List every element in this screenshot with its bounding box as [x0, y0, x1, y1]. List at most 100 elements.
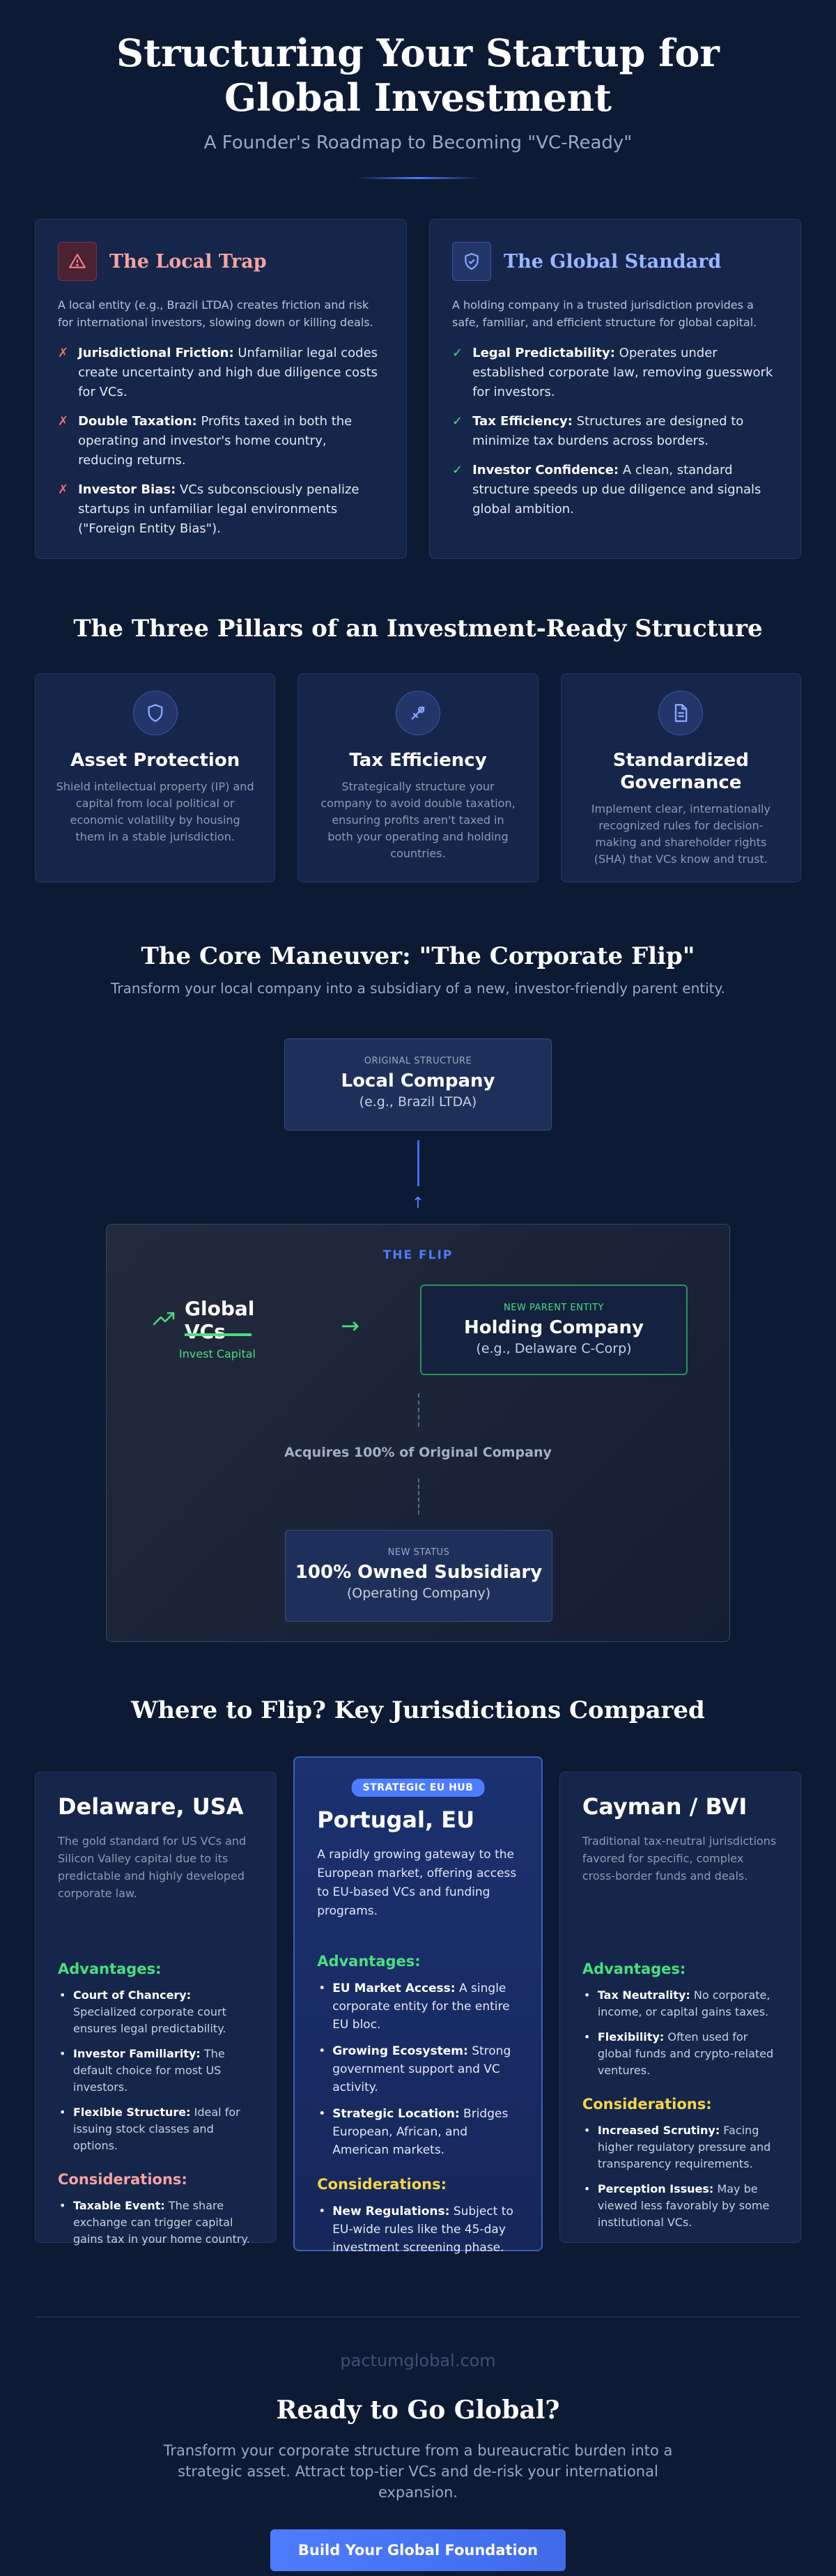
box-label: NEW STATUS [387, 1547, 450, 1558]
box-title: 100% Owned Subsidiary [295, 1562, 543, 1583]
item-text: A single corporate entity for the entire… [332, 1981, 510, 2032]
box-subtitle: (Operating Company) [346, 1586, 491, 1601]
advantages-heading: Advantages: [317, 1953, 421, 1970]
jurisdiction-card-portugal: STRATEGIC EU HUB Portugal, EU A rapidly … [293, 1756, 543, 2255]
item-text: Profits taxed in both the operating and … [78, 414, 353, 468]
page-title: Structuring Your Startup for Global Inve… [116, 31, 720, 120]
jurisdiction-desc: Traditional tax-neutral jurisdictions fa… [582, 1834, 777, 1883]
item-label: Tax Neutrality: [597, 1988, 690, 2002]
check-icon: ✓ [452, 463, 463, 477]
warning-icon [58, 242, 97, 281]
item-label: Investor Bias: [78, 482, 176, 497]
vcs-caption: Invest Capital [179, 1347, 256, 1360]
cta-title: Ready to Go Global? [276, 2395, 560, 2425]
document-icon [658, 691, 704, 735]
scales-icon [395, 691, 440, 735]
advantages-heading: Advantages: [582, 1961, 686, 1977]
list-item: Tax Neutrality: No corporate, income, or… [582, 1987, 778, 2021]
item-label: Perception Issues: [597, 2182, 714, 2195]
box-label: ORIGINAL STRUCTURE [364, 1056, 472, 1066]
comparison-section: The Local Trap A local entity (e.g., Bra… [35, 219, 801, 559]
considerations-list: Increased Scrutiny: Facing higher regula… [582, 2122, 778, 2231]
global-vcs-title: Global VCs [185, 1297, 255, 1343]
item-label: Jurisdictional Friction: [78, 346, 234, 360]
build-foundation-button[interactable]: Build Your Global Foundation [270, 2529, 566, 2571]
pillar-card-governance: Standardized Governance Implement clear,… [560, 673, 801, 882]
dashed-connector [418, 1478, 419, 1515]
item-text: VCs subconsciously penalize startups in … [78, 482, 359, 536]
global-vcs: Global VCs [153, 1297, 292, 1343]
list-item: Increased Scrutiny: Facing higher regula… [582, 2122, 778, 2172]
cta-desc: Transform your corporate structure from … [163, 2442, 673, 2501]
cross-icon: ✗ [58, 414, 69, 429]
trending-up-icon [153, 1309, 176, 1332]
list-item: ✗Double Taxation: Profits taxed in both … [58, 412, 384, 470]
item-text: No corporate, income, or capital gains t… [597, 1988, 771, 2018]
item-text: Unfamiliar legal codes create uncertaint… [78, 346, 378, 399]
connector-line [417, 1140, 419, 1186]
global-standard-desc: A holding company in a trusted jurisdict… [452, 298, 757, 329]
item-label: Taxable Event: [73, 2199, 165, 2212]
item-label: Court of Chancery: [73, 1988, 192, 2002]
item-text: A clean, standard structure speeds up du… [472, 463, 761, 516]
flip-title: The Core Maneuver: "The Corporate Flip" [141, 942, 695, 970]
pillar-desc: Implement clear, internationally recogni… [591, 802, 771, 866]
local-trap-desc: A local entity (e.g., Brazil LTDA) creat… [58, 298, 373, 329]
item-text: Strong government support and VC activit… [332, 2044, 511, 2094]
pillar-title: Standardized Governance [612, 750, 749, 793]
item-label: Tax Efficiency: [472, 414, 573, 429]
advantages-heading: Advantages: [58, 1961, 162, 1977]
jurisdiction-desc: The gold standard for US VCs and Silicon… [58, 1834, 247, 1900]
item-text: Structures are designed to minimize tax … [472, 414, 744, 448]
holding-company-box: NEW PARENT ENTITY Holding Company (e.g.,… [420, 1285, 688, 1375]
list-item: Flexible Structure: Ideal for issuing st… [58, 2104, 254, 2154]
item-text: Bridges European, African, and American … [332, 2107, 509, 2157]
item-text: Facing higher regulatory pressure and tr… [597, 2124, 771, 2170]
corporate-flip-section: The Core Maneuver: "The Corporate Flip" … [35, 942, 801, 1642]
pillar-card-asset-protection: Asset Protection Shield intellectual pro… [35, 673, 276, 882]
item-text: May be viewed less favorably by some ins… [597, 2182, 770, 2229]
jurisdictions-title: Where to Flip? Key Jurisdictions Compare… [131, 1696, 705, 1724]
hero: Structuring Your Startup for Global Inve… [35, 0, 801, 209]
item-label: Investor Familiarity: [73, 2047, 201, 2060]
list-item: ✓ Investor Confidence: A clean, standard … [452, 461, 778, 519]
check-icon: ✓ [452, 414, 463, 429]
page-subtitle: A Founder's Roadmap to Becoming "VC-Read… [203, 132, 633, 153]
pillar-card-tax-efficiency: Tax Efficiency Strategically structure y… [297, 673, 539, 882]
pillar-title: Tax Efficiency [349, 750, 487, 771]
jurisdiction-name: Delaware, USA [58, 1793, 244, 1820]
site-domain: pactumglobal.com [340, 2351, 496, 2370]
box-subtitle: (e.g., Delaware C-Corp) [476, 1341, 632, 1356]
item-text: Operates under established corporate law… [472, 346, 773, 399]
item-label: Increased Scrutiny: [597, 2124, 720, 2137]
advantages-list: Court of Chancery: Specialized corporate… [58, 1987, 254, 2154]
item-label: Strategic Location: [332, 2107, 460, 2121]
list-item: Perception Issues: May be viewed less fa… [582, 2181, 778, 2231]
considerations-list: New Regulations: Subject to EU-wide rule… [317, 2202, 519, 2257]
local-trap-title: The Local Trap [109, 250, 267, 273]
item-text: Often used for global funds and crypto-r… [597, 2030, 774, 2077]
global-standard-list: ✓Legal Predictability: Operates under es… [452, 344, 778, 519]
cross-icon: ✗ [58, 346, 69, 360]
considerations-heading: Considerations: [58, 2171, 187, 2188]
pillar-desc: Shield intellectual property (IP) and ca… [56, 780, 254, 843]
advantages-list: EU Market Access: A single corporate ent… [317, 1979, 519, 2159]
pillar-desc: Strategically structure your company to … [320, 780, 516, 860]
item-text: The share exchange can trigger capital g… [73, 2199, 250, 2246]
item-text: Specialized corporate court ensures lega… [73, 2005, 226, 2035]
box-label: NEW PARENT ENTITY [504, 1303, 604, 1313]
list-item: Taxable Event: The share exchange can tr… [58, 2198, 254, 2248]
list-item: Investor Familiarity: The default choice… [58, 2046, 254, 2096]
item-label: Flexibility: [597, 2030, 665, 2044]
jurisdictions-section: Where to Flip? Key Jurisdictions Compare… [35, 1696, 801, 2255]
list-item: ✓Legal Predictability: Operates under es… [452, 344, 778, 402]
shield-check-icon [452, 242, 491, 281]
item-label: Investor Confidence: [472, 463, 619, 477]
cta-section: pactumglobal.com Ready to Go Global? Tra… [35, 2317, 801, 2571]
list-item: Court of Chancery: Specialized corporate… [58, 1987, 254, 2037]
item-label: EU Market Access: [332, 1981, 456, 1995]
list-item: ✓ Tax Efficiency: Structures are designed… [452, 412, 778, 451]
cross-icon: ✗ [58, 482, 69, 497]
jurisdiction-desc: A rapidly growing gateway to the Europea… [317, 1848, 517, 1918]
list-item: Flexibility: Often used for global funds… [582, 2029, 778, 2079]
